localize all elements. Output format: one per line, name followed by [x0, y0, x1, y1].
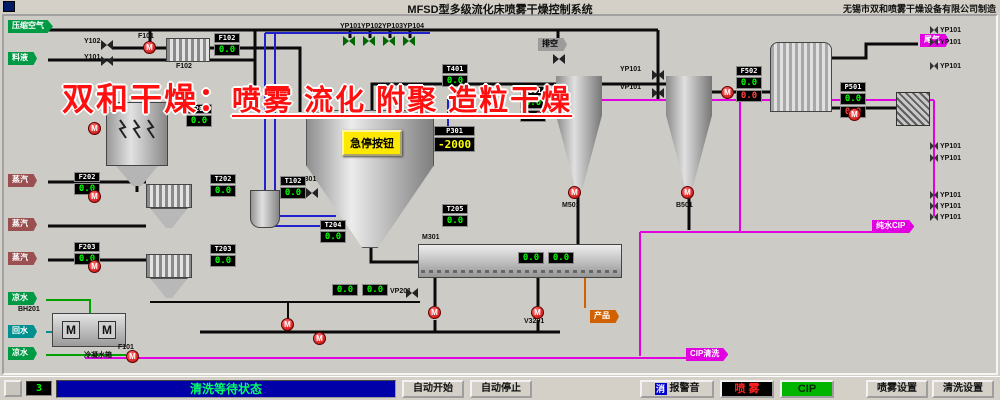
condensate-tank: M M: [52, 313, 126, 347]
system-button[interactable]: [4, 380, 22, 397]
lightning-icons: [118, 119, 155, 139]
app-icon: [3, 1, 15, 12]
auto-start-button[interactable]: 自动开始: [402, 380, 464, 398]
air-heater-2: [146, 184, 192, 208]
vibrating-fluid-bed: [418, 244, 622, 278]
air-heater-F102: [166, 38, 210, 62]
auto-stop-button[interactable]: 自动停止: [470, 380, 532, 398]
mute-label: 报警音: [669, 383, 700, 394]
control-bar: 3 清洗等待状态 自动开始 自动停止 消 报警音 喷 雾 CIP 喷雾设置 清洗…: [0, 376, 1000, 400]
exhaust-condenser: [770, 42, 832, 112]
feed-tank: [250, 190, 280, 228]
step-counter-display: 3: [26, 381, 52, 396]
agitator-motor-icon: M: [98, 321, 116, 339]
mute-alarm-button[interactable]: 消 报警音: [640, 380, 714, 398]
spray-settings-button[interactable]: 喷雾设置: [866, 380, 928, 398]
cip-mode-button[interactable]: CIP: [780, 380, 834, 398]
title-bar: MFSD型多级流化床喷雾干燥控制系统 无锡市双和喷雾干燥设备有限公司制造: [0, 0, 1000, 16]
manufacturer-label: 无锡市双和喷雾干燥设备有限公司制造: [842, 4, 996, 14]
agitator-motor-icon: M: [62, 321, 80, 339]
clean-settings-button[interactable]: 清洗设置: [932, 380, 994, 398]
mute-icon: 消: [654, 383, 667, 395]
spray-mode-button[interactable]: 喷 雾: [720, 380, 774, 398]
page-title: MFSD型多级流化床喷雾干燥控制系统: [407, 4, 593, 16]
status-banner: 清洗等待状态: [56, 380, 396, 398]
air-heater-3: [146, 254, 192, 278]
emergency-stop-button[interactable]: 急停按钮: [342, 130, 402, 156]
exhaust-silencer: [896, 92, 930, 126]
